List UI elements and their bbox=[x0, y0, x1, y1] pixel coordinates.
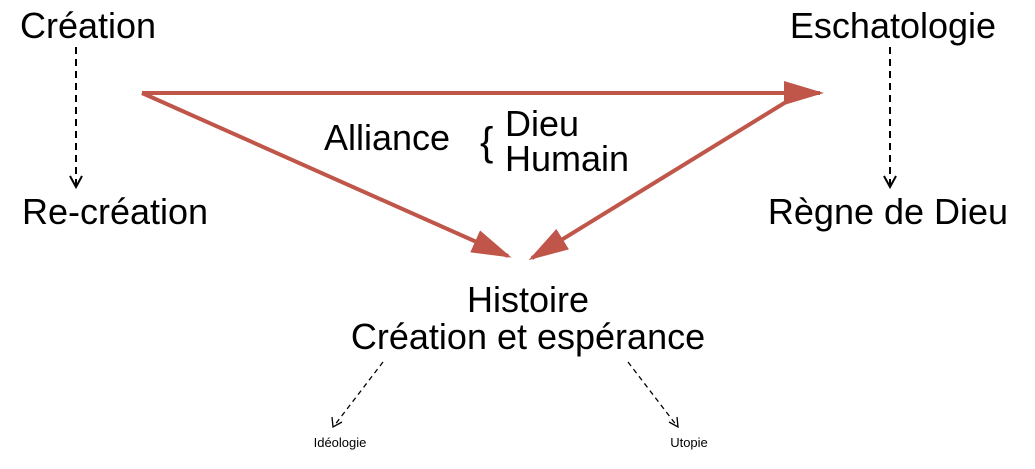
alliance-brace: { bbox=[480, 120, 493, 164]
node-eschatologie: Eschatologie bbox=[790, 5, 996, 46]
alliance-item-humain: Humain bbox=[505, 138, 629, 179]
node-ideologie: Idéologie bbox=[314, 435, 367, 450]
node-histoire-subtitle: Création et espérance bbox=[351, 316, 705, 357]
node-utopie: Utopie bbox=[670, 435, 708, 450]
arrow-eschatologie-to-histoire bbox=[528, 100, 788, 261]
node-creation: Création bbox=[20, 5, 156, 46]
dashed-connector-eschatologie-regne bbox=[883, 47, 897, 190]
dashed-arrow-to-ideologie bbox=[331, 361, 384, 429]
arrow-creation-to-histoire bbox=[141, 91, 512, 258]
alliance-label: Alliance bbox=[324, 117, 450, 158]
node-histoire: Histoire bbox=[467, 279, 589, 320]
node-recreation: Re-création bbox=[22, 191, 208, 232]
alliance-item-dieu: Dieu bbox=[505, 103, 579, 144]
dashed-arrow-to-utopie bbox=[627, 361, 679, 429]
node-regne-de-dieu: Règne de Dieu bbox=[768, 191, 1008, 232]
dashed-connector-creation-recreation bbox=[69, 47, 83, 190]
